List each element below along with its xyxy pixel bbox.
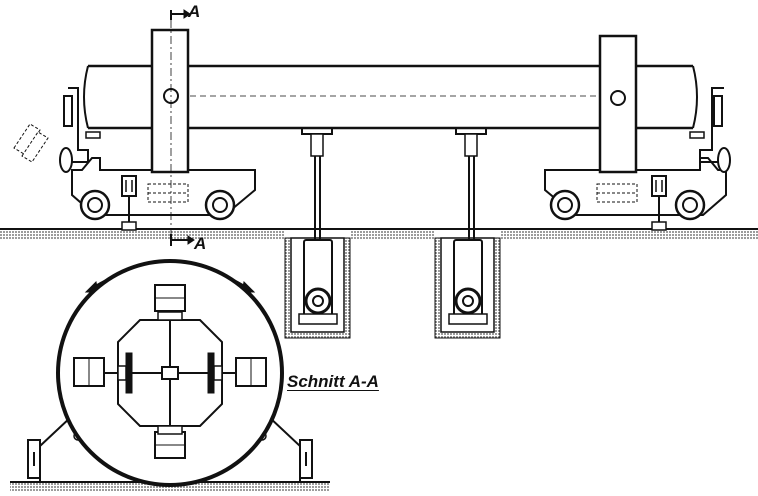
section-title: Schnitt A-A — [287, 372, 379, 391]
section-arrow-bottom — [170, 234, 195, 246]
section-arrow-top — [170, 9, 191, 20]
tower-right — [598, 34, 638, 174]
pit-right — [434, 237, 501, 339]
tower-left — [150, 20, 190, 235]
bogie-left — [13, 87, 256, 231]
section-marker-bottom-label: A — [194, 234, 207, 253]
pit-left — [284, 237, 351, 339]
bogie-right — [544, 87, 731, 231]
section-marker-top-label: A — [188, 2, 201, 21]
lift-column-right — [455, 127, 487, 240]
lift-column-left — [301, 127, 333, 240]
ground — [0, 228, 758, 239]
section-view-a-a — [10, 259, 330, 492]
